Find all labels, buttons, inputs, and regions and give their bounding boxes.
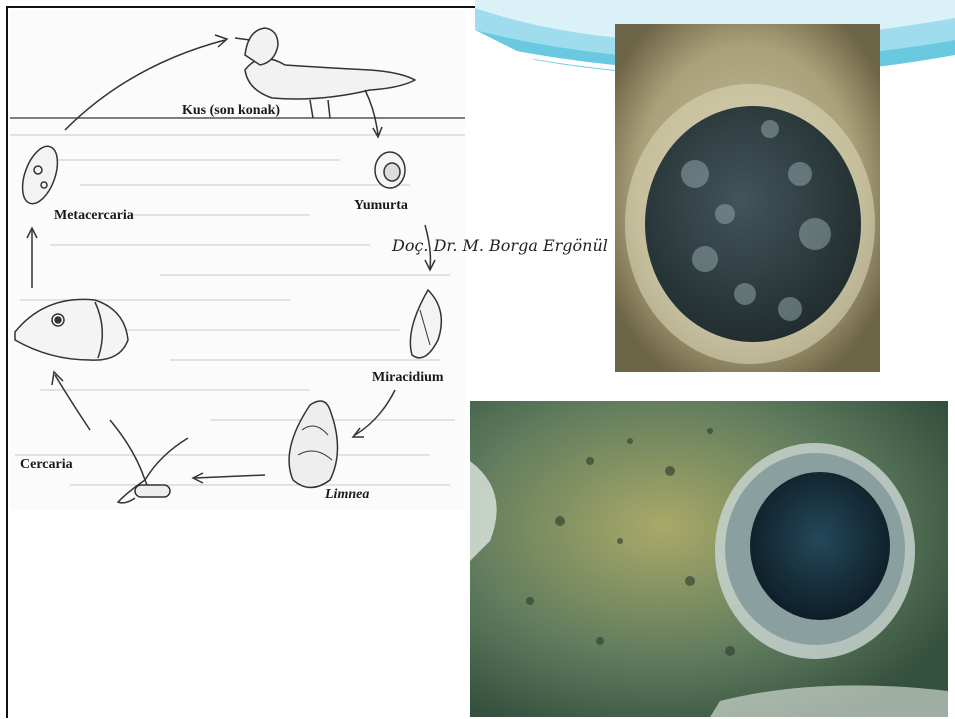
egg-illustration <box>375 152 405 188</box>
cercaria-illustration <box>110 420 188 503</box>
snail-illustration <box>289 401 337 488</box>
label-snail: Limnea <box>325 487 369 503</box>
label-metacercaria: Metacercaria <box>54 208 134 224</box>
life-cycle-diagram: Kus (son konak) Yumurta Miracidium Limne… <box>10 10 465 510</box>
label-egg: Yumurta <box>354 198 408 214</box>
label-miracidium: Miracidium <box>372 370 444 386</box>
fish-eye-photo <box>470 401 948 717</box>
metacercaria-illustration <box>16 142 65 209</box>
author-credit: Doç. Dr. M. Borga Ergönül <box>392 236 608 255</box>
infected-eye-photo <box>615 24 880 372</box>
miracidium-illustration <box>410 290 441 358</box>
label-final-host: Kus (son konak) <box>182 103 280 119</box>
fish-illustration <box>15 299 128 360</box>
label-cercaria: Cercaria <box>20 457 73 473</box>
